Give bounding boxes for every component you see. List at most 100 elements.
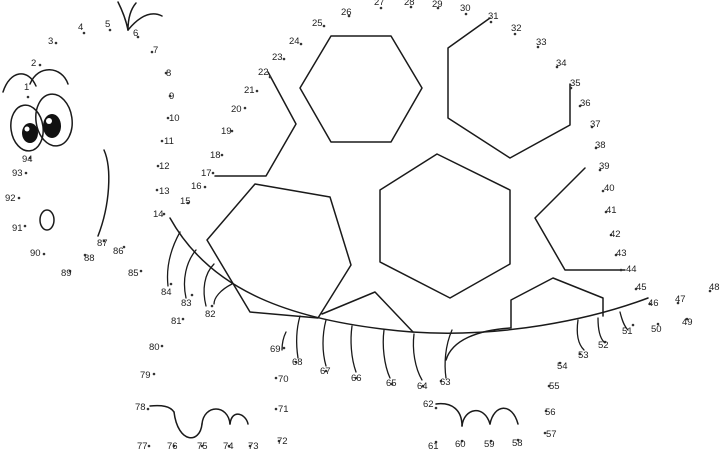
dot-point: [82, 31, 86, 35]
dot-number-label: 86: [113, 246, 124, 257]
dot-number-label: 40: [604, 183, 615, 194]
numbered-dot-70: 70: [274, 374, 289, 385]
numbered-dot-46: 46: [648, 298, 659, 309]
dot-point: [155, 188, 159, 192]
dot-point: [634, 287, 638, 291]
dot-number-label: 82: [205, 309, 216, 320]
shell-plate-bottom-right: [510, 277, 604, 329]
dot-number-label: 33: [536, 37, 547, 48]
dot-point: [42, 252, 46, 256]
numbered-dot-40: 40: [601, 183, 615, 194]
dot-number-label: 43: [616, 248, 627, 259]
dot-number-label: 50: [651, 324, 662, 335]
dot-point: [26, 95, 30, 99]
dot-point: [168, 94, 172, 98]
numbered-dot-63: 63: [439, 377, 451, 388]
numbered-dot-27: 27: [374, 0, 385, 10]
dot-number-label: 2: [31, 58, 36, 69]
dot-number-label: 38: [595, 140, 606, 151]
numbered-dot-14: 14: [153, 209, 166, 220]
dot-number-label: 78: [135, 402, 146, 413]
dot-point: [190, 293, 194, 297]
dot-number-label: 45: [636, 282, 647, 293]
numbered-dot-88: 88: [83, 253, 95, 264]
numbered-dot-62: 62: [423, 399, 438, 410]
numbered-dot-52: 52: [598, 340, 609, 351]
dot-number-label: 49: [682, 317, 693, 328]
dot-point: [268, 75, 272, 79]
dot-point: [210, 304, 214, 308]
dot-number-label: 24: [289, 36, 300, 47]
numbered-dot-93: 93: [12, 168, 28, 179]
numbered-dot-57: 57: [543, 429, 557, 440]
dot-point: [544, 409, 548, 413]
numbered-dot-23: 23: [272, 52, 286, 63]
dot-number-label: 25: [312, 18, 323, 29]
numbered-dot-10: 10: [166, 113, 180, 124]
dot-number-label: 34: [556, 58, 567, 69]
numbered-dot-81: 81: [171, 316, 185, 327]
numbered-dot-82: 82: [205, 304, 216, 320]
dot-number-label: 52: [598, 340, 609, 351]
dot-point: [578, 352, 582, 356]
dot-number-label: 19: [221, 126, 232, 137]
dot-number-label: 9: [169, 91, 174, 102]
dot-point: [578, 104, 582, 108]
dot-point: [598, 168, 602, 172]
dot-point: [434, 440, 438, 444]
numbered-dot-74: 74: [223, 441, 234, 450]
dot-point: [390, 382, 394, 386]
numbered-dot-6: 6: [133, 28, 140, 39]
dot-number-label: 7: [153, 45, 158, 56]
shell-rim: [169, 217, 649, 334]
numbered-dot-65: 65: [386, 378, 397, 389]
dot-number-label: 92: [5, 193, 16, 204]
numbered-dot-16: 16: [191, 181, 207, 192]
dot-point: [274, 407, 278, 411]
dot-point: [555, 65, 559, 69]
dot-number-label: 57: [546, 429, 557, 440]
dot-number-label: 59: [484, 439, 495, 450]
dot-point: [139, 269, 143, 273]
dot-number-label: 36: [580, 98, 591, 109]
numbered-dot-7: 7: [150, 45, 158, 56]
dot-point: [203, 185, 207, 189]
dot-point: [152, 372, 156, 376]
dot-number-label: 58: [512, 438, 523, 449]
dot-point: [513, 32, 517, 36]
numbered-dot-2: 2: [31, 58, 42, 69]
dot-point: [200, 444, 204, 448]
dot-number-label: 28: [404, 0, 415, 8]
dot-point: [164, 71, 168, 75]
dot-point: [243, 106, 247, 110]
numbered-dot-87: 87: [97, 238, 108, 249]
dot-number-label: 14: [153, 209, 164, 220]
dot-number-label: 13: [159, 186, 170, 197]
dot-number-label: 32: [511, 23, 522, 34]
numbered-dot-79: 79: [140, 370, 156, 381]
numbered-dot-58: 58: [512, 438, 523, 449]
dot-point: [169, 282, 173, 286]
dot-number-label: 55: [549, 381, 560, 392]
numbered-dot-89: 89: [61, 268, 72, 279]
dot-point: [322, 24, 326, 28]
dot-number-label: 63: [440, 377, 451, 388]
dot-point: [421, 384, 425, 388]
dot-point: [248, 444, 252, 448]
numbered-dot-26: 26: [341, 7, 352, 18]
dot-point: [547, 384, 551, 388]
dot-point: [648, 302, 652, 306]
dot-point: [604, 210, 608, 214]
dot-point: [536, 45, 540, 49]
dot-number-label: 11: [164, 136, 174, 147]
dot-number-label: 53: [578, 350, 589, 361]
dot-number-label: 65: [386, 378, 397, 389]
dot-number-label: 26: [341, 7, 352, 18]
dot-point: [38, 63, 42, 67]
shell-plate-left-top: [214, 71, 297, 177]
numbered-dot-39: 39: [598, 161, 610, 172]
numbered-dot-43: 43: [614, 248, 627, 259]
numbered-dot-28: 28: [404, 0, 415, 9]
dot-number-label: 79: [140, 370, 151, 381]
